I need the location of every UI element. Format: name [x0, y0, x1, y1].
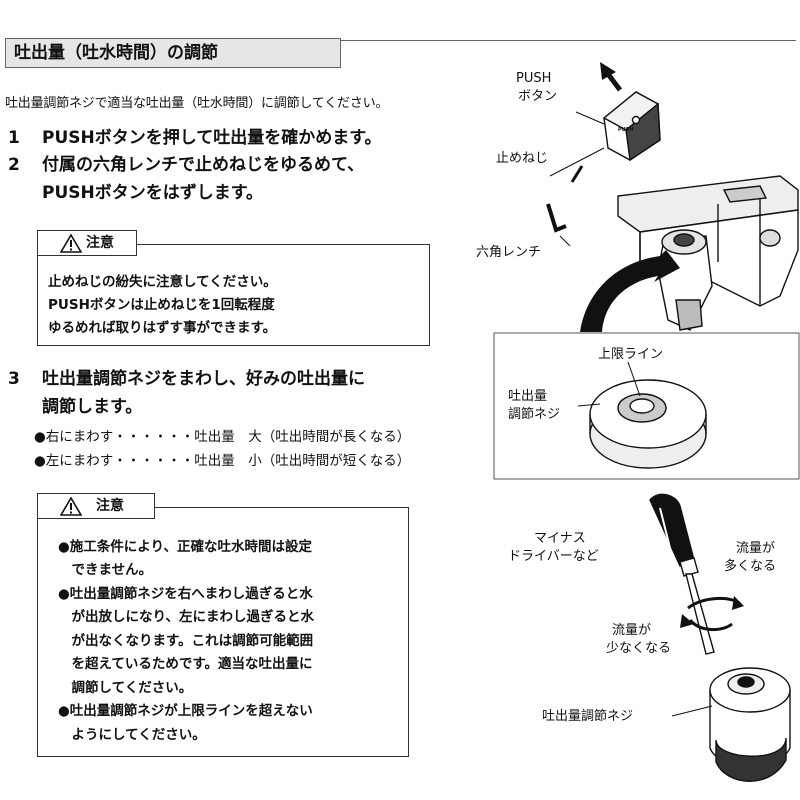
caution-line: ●施工条件により、正確な吐水時間は設定: [58, 539, 312, 555]
caution-tab-2: 注意: [37, 493, 155, 519]
adjust-screw-detail: [589, 379, 707, 469]
step-3: 3 吐出量調節ネジをまわし、好みの吐出量に 調節します。: [8, 366, 488, 422]
flow-more-label: 多くなる: [724, 559, 777, 574]
caution-line: PUSHボタンは止めねじを1回転程度: [48, 297, 275, 313]
step-text: 付属の六角レンチで止めねじをゆるめて、: [42, 155, 365, 175]
intro-text: 吐出量調節ネジで適当な吐出量（吐水時間）に調節してください。: [5, 96, 389, 111]
section-title: 吐出量（吐水時間）の調節: [5, 38, 341, 68]
caution-line: が出なくなります。これは調節可能範囲: [58, 633, 314, 649]
screwdriver-drawing: [649, 493, 715, 655]
adjust-screw-label: 調節ネジ: [508, 407, 561, 422]
push-button-label: ボタン: [518, 89, 558, 104]
caution-line: が出放しになり、左にまわし過ぎると水: [58, 609, 314, 625]
caution-line: ようにしてください。: [58, 727, 206, 743]
push-button-drawing: [602, 91, 661, 162]
caution-line: ●吐出量調節ネジを右へまわし過ぎると水: [58, 586, 313, 602]
adjust-screw-bottom-drawing: [709, 667, 791, 782]
driver-label: マイナス: [534, 531, 586, 546]
caution-box-2: ●施工条件により、正確な吐水時間は設定 できません。 ●吐出量調節ネジを右へまわ…: [37, 507, 409, 757]
caution-line: ●吐出量調節ネジが上限ラインを超えない: [58, 703, 313, 719]
set-screw-label: 止めねじ: [496, 151, 549, 166]
warning-triangle-icon: [60, 234, 82, 253]
step-text: PUSHボタンをはずします。: [42, 183, 264, 203]
flow-less-label: 流量が: [612, 623, 652, 638]
adjust-screw-bottom-label: 吐出量調節ネジ: [542, 709, 634, 724]
step-text: 調節します。: [42, 397, 143, 417]
caution-tab-1: 注意: [37, 230, 137, 256]
upper-limit-label: 上限ライン: [598, 347, 664, 362]
caution-line: 調節してください。: [58, 680, 193, 696]
faucet-body-drawing: [617, 175, 799, 331]
rate-right: ●右にまわす・・・・・・吐出量 大（吐出時間が長くなる）: [34, 429, 411, 445]
caution-box-1: 止めねじの紛失に注意してください。 PUSHボタンは止めねじを1回転程度 ゆるめ…: [37, 244, 430, 346]
hex-wrench-label: 六角レンチ: [476, 245, 542, 260]
caution-line: 止めねじの紛失に注意してください。: [48, 274, 277, 290]
step-text: PUSHボタンを押して吐出量を確かめます。: [42, 128, 382, 148]
step-number: 3: [8, 369, 20, 389]
adjust-screw-label: 吐出量: [508, 389, 548, 404]
title-rule: [341, 40, 796, 41]
set-screw-drawing: [570, 165, 584, 183]
step-number: 2: [8, 155, 20, 175]
driver-label: ドライバーなど: [508, 549, 599, 564]
step-1: 1 PUSHボタンを押して吐出量を確かめます。: [8, 125, 488, 151]
step-2: 2 付属の六角レンチで止めねじをゆるめて、 PUSHボタンをはずします。: [8, 152, 488, 208]
caution-label: 注意: [86, 235, 114, 251]
push-mark: PUSH: [618, 127, 634, 133]
caution-line: できません。: [58, 562, 153, 578]
step-text: 吐出量調節ネジをまわし、好みの吐出量に: [42, 369, 365, 389]
caution-line: を超えているためです。適当な吐出量に: [58, 656, 313, 672]
rate-left: ●左にまわす・・・・・・吐出量 小（吐出時間が短くなる）: [34, 453, 411, 469]
hex-wrench-drawing: [546, 203, 567, 233]
curved-arrow-icon: [580, 250, 680, 332]
push-button-label: PUSH: [516, 71, 552, 86]
up-arrow-icon: [600, 62, 622, 92]
flow-less-label: 少なくなる: [606, 641, 672, 656]
flow-more-label: 流量が: [736, 541, 776, 556]
caution-line: ゆるめれば取りはずす事ができます。: [48, 320, 277, 336]
step-number: 1: [8, 128, 20, 148]
warning-triangle-icon: [60, 497, 82, 516]
caution-label: 注意: [96, 498, 124, 514]
